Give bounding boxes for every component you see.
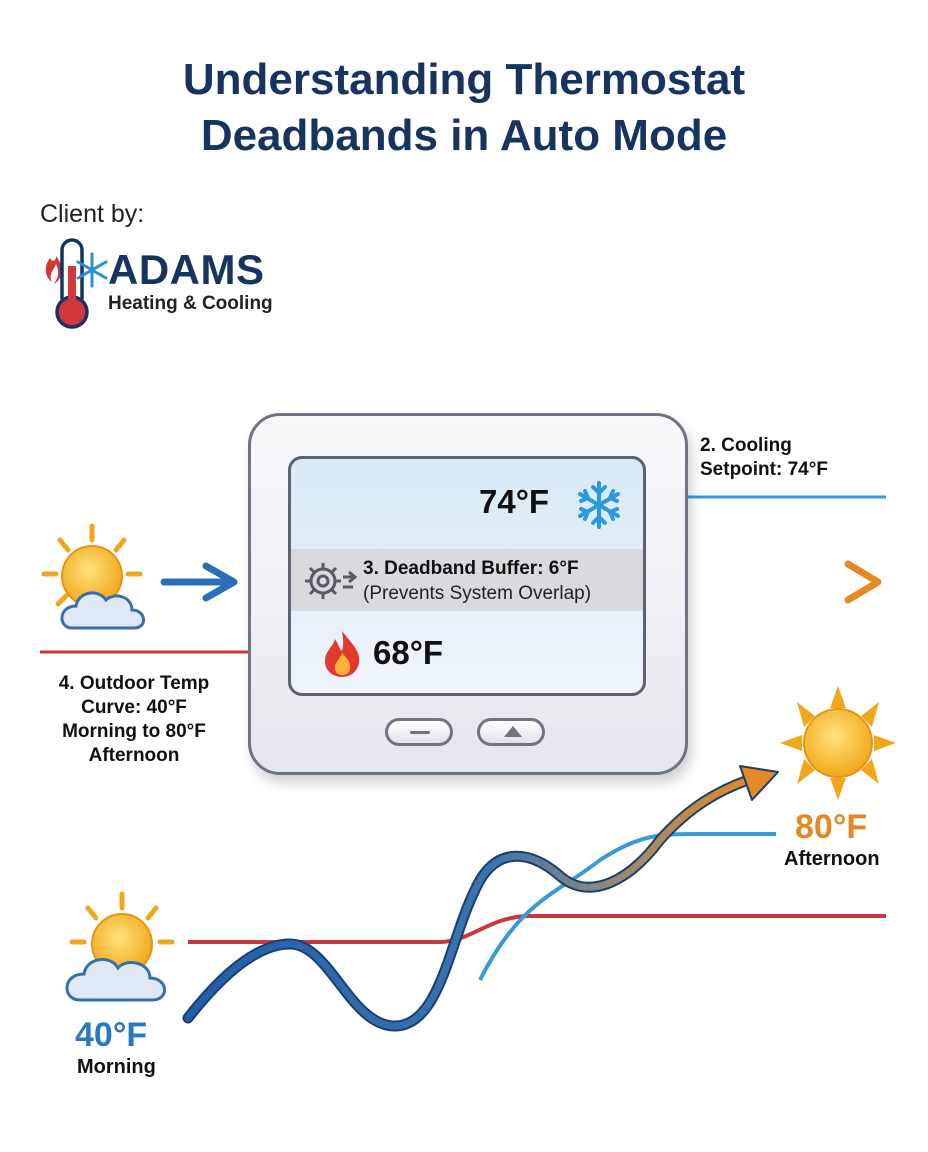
outdoor-label-line-2: Curve: 40°F <box>81 697 187 718</box>
outdoor-label-line-4: Afternoon <box>88 745 180 766</box>
title-line-2: Deadbands in Auto Mode <box>200 111 728 160</box>
heating-temp-display: 68°F <box>373 634 444 671</box>
triangle-up-icon <box>504 726 522 737</box>
page-title: Understanding Thermostat Deadbands in Au… <box>0 52 928 164</box>
outdoor-label-line-3: Morning to 80°F <box>62 721 206 742</box>
cooling-setpoint-label: 2. Cooling Setpoint: 74°F <box>700 434 828 482</box>
sun-icon <box>780 686 896 800</box>
end-temp: 80°F <box>795 808 868 846</box>
thermostat-device: 74°F 3. Deadband Buffer: 6°F <box>248 413 688 775</box>
minus-button[interactable] <box>385 718 453 746</box>
heating-setpoint-curve <box>188 914 886 944</box>
outdoor-temp-label: 4. Outdoor Temp Curve: 40°F Morning to 8… <box>36 672 232 768</box>
minus-icon <box>410 731 430 734</box>
deadband-title: 3. Deadband Buffer: 6°F <box>363 558 579 579</box>
sun-cloud-icon <box>41 523 145 630</box>
title-line-1: Understanding Thermostat <box>182 55 746 104</box>
deadband-note: (Prevents System Overlap) <box>363 583 592 604</box>
sun-cloud-morning-icon <box>65 891 175 1002</box>
flame-icon <box>325 631 360 677</box>
output-arrow-icon <box>684 560 882 604</box>
outdoor-label-line-1: 4. Outdoor Temp <box>58 673 210 694</box>
start-temp: 40°F <box>75 1016 148 1054</box>
cooling-label-line-2: Setpoint: 74°F <box>700 459 828 480</box>
cooling-temp-display: 74°F <box>479 483 550 520</box>
snowflake-icon <box>578 481 620 529</box>
gear-icon <box>305 563 358 599</box>
arrow-right-icon <box>160 562 238 602</box>
start-time: Morning <box>77 1056 156 1078</box>
brand-name: ADAMS <box>108 246 265 293</box>
cooling-label-line-1: 2. Cooling <box>700 435 792 456</box>
curve-arrowhead <box>739 765 779 801</box>
thermostat-screen: 74°F 3. Deadband Buffer: 6°F <box>288 456 646 696</box>
brand-tagline: Heating & Cooling <box>108 293 273 314</box>
client-label: Client by: <box>40 200 145 228</box>
up-button[interactable] <box>477 718 545 746</box>
end-time: Afternoon <box>784 848 880 870</box>
